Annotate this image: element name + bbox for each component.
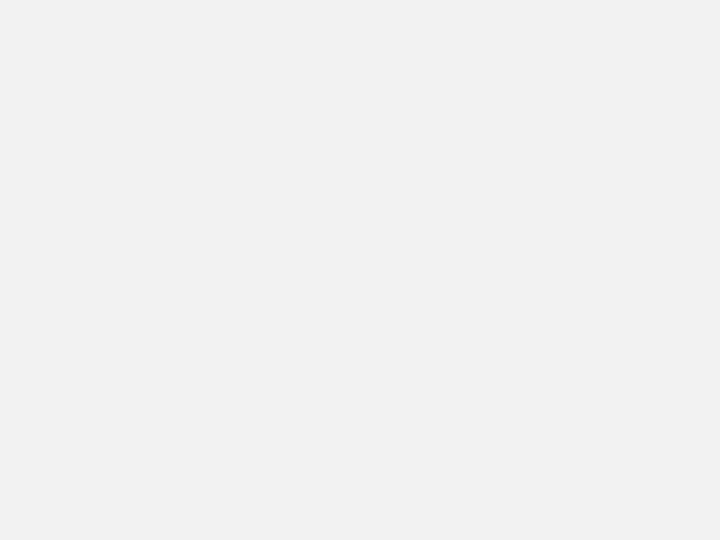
- footer-accent-bar: [0, 532, 720, 540]
